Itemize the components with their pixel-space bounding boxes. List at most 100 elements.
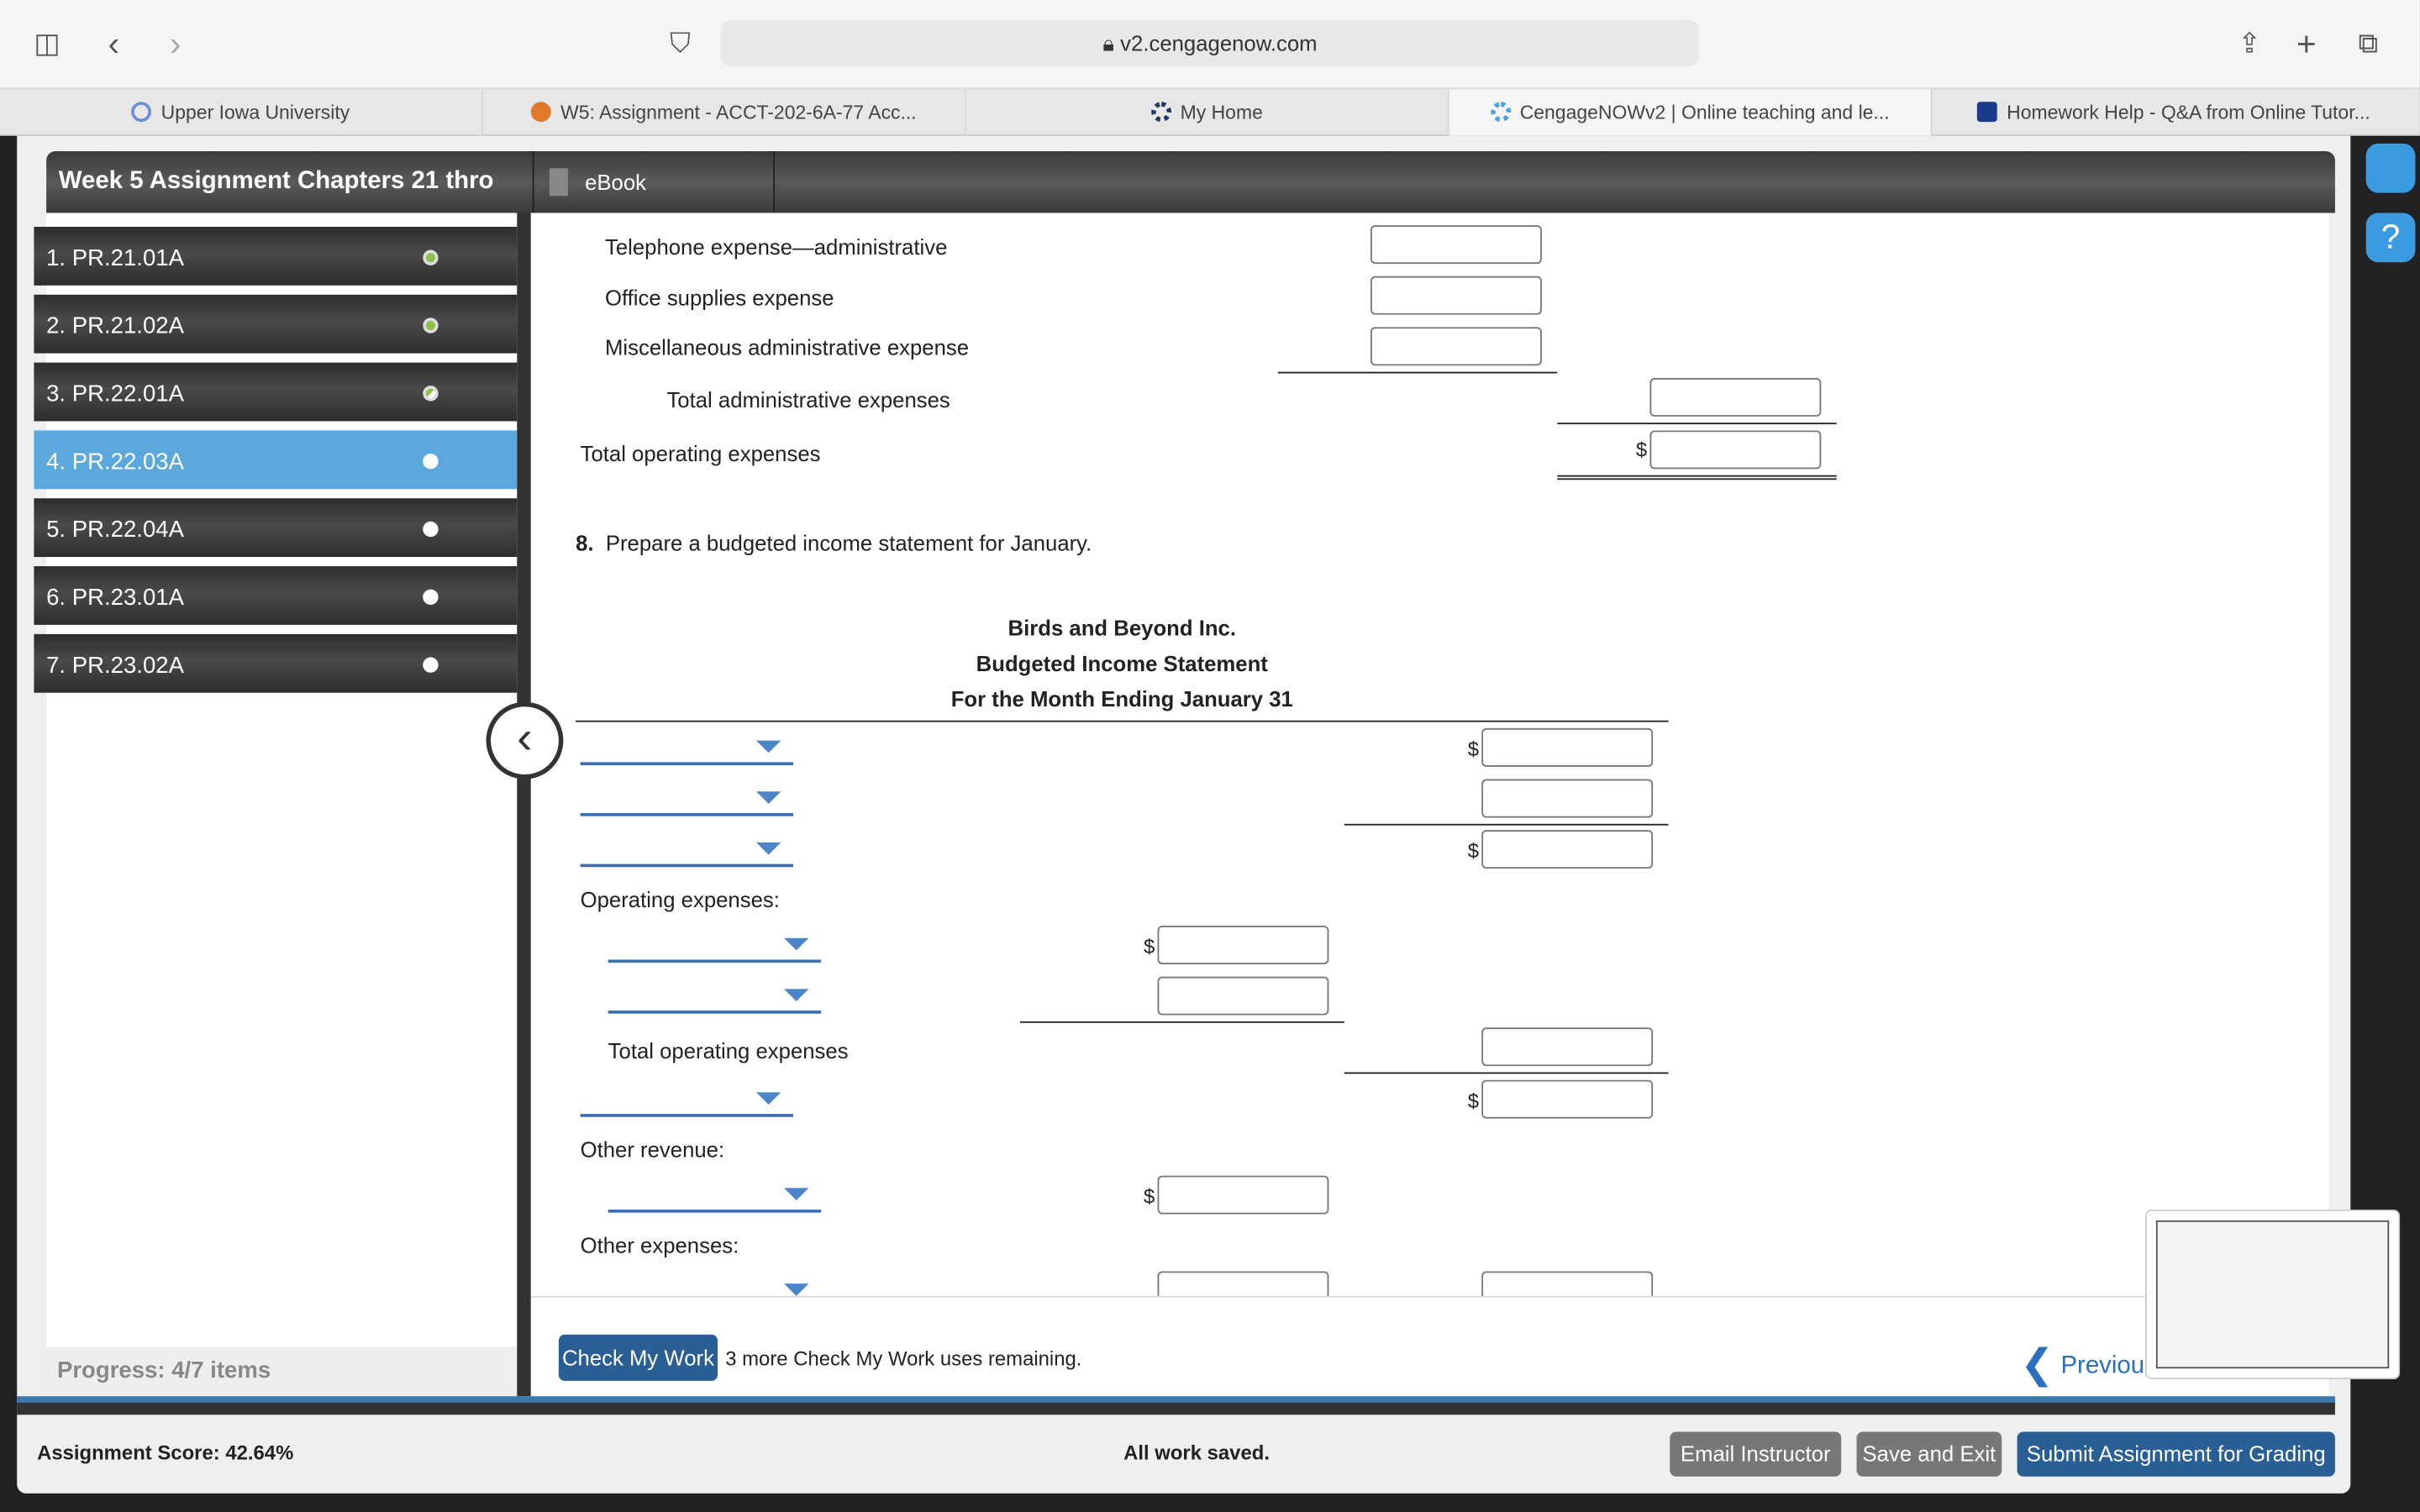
sidebar-divider[interactable] — [517, 213, 531, 1397]
complete-icon — [423, 318, 439, 333]
amount-input[interactable] — [1481, 727, 1654, 767]
star-shield-icon — [1977, 102, 1998, 123]
amount-input[interactable] — [1370, 327, 1542, 366]
account-dropdown[interactable] — [608, 1274, 821, 1296]
amount-input[interactable] — [1481, 1027, 1654, 1067]
account-dropdown[interactable] — [608, 929, 822, 963]
company-name: Birds and Beyond Inc. — [1007, 615, 1237, 641]
lock-icon: 🔒︎ — [1102, 30, 1121, 56]
account-dropdown[interactable] — [580, 782, 794, 816]
row-label: Office supplies expense — [604, 285, 834, 311]
email-instructor-button[interactable]: Email Instructor — [1670, 1431, 1842, 1477]
statement-title: Budgeted Income Statement — [976, 651, 1268, 676]
forward-icon[interactable]: › — [170, 24, 182, 64]
dollar-sign: $ — [1467, 1089, 1479, 1113]
tab-overview-icon[interactable]: ⧉ — [2358, 28, 2379, 59]
back-icon[interactable]: ‹ — [108, 24, 120, 64]
question-text: Prepare a budgeted income statement for … — [605, 530, 1092, 556]
account-dropdown[interactable] — [580, 732, 794, 766]
save-and-exit-button[interactable]: Save and Exit — [1856, 1431, 2002, 1477]
share-icon[interactable]: ⇪ — [2238, 28, 2261, 59]
footer-bar — [17, 1402, 2335, 1415]
dollar-sign: $ — [1467, 839, 1479, 863]
statement-period: For the Month Ending January 31 — [950, 686, 1293, 711]
amount-input[interactable] — [1481, 1079, 1654, 1119]
rule — [576, 720, 1669, 722]
amount-input[interactable] — [1481, 779, 1654, 818]
section-label: Other revenue: — [580, 1137, 725, 1163]
chevron-left-icon: ‹ — [517, 712, 533, 764]
account-dropdown[interactable] — [608, 979, 822, 1014]
check-my-work-button[interactable]: Check My Work — [558, 1334, 718, 1381]
account-dropdown[interactable] — [580, 833, 794, 868]
amount-input[interactable] — [1157, 1271, 1329, 1296]
row-label: Total operating expenses — [608, 1038, 849, 1063]
question-item-4[interactable]: 4. PR.22.03A — [34, 430, 518, 490]
spinner-icon — [1150, 102, 1171, 123]
section-label: Other expenses: — [580, 1232, 739, 1257]
assignment-header — [46, 150, 2335, 213]
submit-assignment-button[interactable]: Submit Assignment for Grading — [2017, 1431, 2335, 1477]
empty-icon — [423, 589, 439, 605]
check-remaining-text: 3 more Check My Work uses remaining. — [725, 1347, 1082, 1370]
ebook-button[interactable]: eBook — [532, 150, 776, 213]
dollar-sign: $ — [1467, 737, 1479, 761]
question-item-7[interactable]: 7. PR.23.02A — [34, 633, 518, 693]
sidebar-toggle-icon[interactable]: ◫ — [34, 28, 60, 59]
tab-upper-iowa[interactable]: Upper Iowa University — [0, 89, 483, 136]
tab-homework-help[interactable]: Homework Help - Q&A from Online Tutor... — [1933, 90, 2416, 136]
amount-input[interactable] — [1370, 276, 1542, 315]
spinner-icon — [1490, 102, 1511, 123]
double-rule — [1557, 475, 1837, 480]
question-content[interactable]: Telephone expense—administrative Office … — [530, 213, 2329, 1296]
dollar-sign: $ — [1143, 935, 1155, 958]
account-dropdown[interactable] — [580, 1083, 794, 1117]
book-icon — [549, 168, 568, 197]
footer-accent — [17, 1396, 2335, 1403]
amount-input[interactable] — [1481, 1271, 1654, 1296]
chevron-left-icon: ❮ — [2020, 1341, 2054, 1388]
dollar-sign: $ — [1635, 438, 1648, 462]
partial-icon — [423, 386, 439, 402]
progress-text: Progress: 4/7 items — [46, 1347, 518, 1397]
empty-icon — [423, 657, 439, 673]
question-item-3[interactable]: 3. PR.22.01A — [34, 362, 518, 422]
tab-cengagenow[interactable]: CengageNOWv2 | Online teaching and le... — [1449, 89, 1933, 136]
question-item-1[interactable]: 1. PR.21.01A — [34, 226, 518, 286]
headset-icon[interactable] — [2365, 143, 2416, 193]
question-item-6[interactable]: 6. PR.23.01A — [34, 566, 518, 625]
amount-input[interactable] — [1370, 225, 1542, 265]
account-dropdown[interactable] — [608, 1179, 822, 1213]
rule — [1020, 1021, 1344, 1023]
amount-input[interactable] — [1157, 926, 1329, 964]
question-item-2[interactable]: 2. PR.21.02A — [34, 294, 518, 354]
previous-button[interactable]: ❮ Previous — [2020, 1341, 2157, 1388]
rule — [1344, 823, 1669, 826]
collapse-sidebar-button[interactable]: ‹ — [486, 701, 564, 780]
rule — [1277, 371, 1558, 374]
question-number: 8. — [576, 530, 594, 556]
row-label: Telephone expense—administrative — [604, 234, 948, 260]
amount-input[interactable] — [1157, 1175, 1329, 1215]
amount-input[interactable] — [1481, 830, 1654, 869]
browser-toolbar: ◫ ‹ › ⛉ 🔒︎ v2.cengagenow.com ⇪ + ⧉ — [0, 0, 2420, 88]
section-label: Operating expenses: — [580, 887, 780, 912]
help-icon[interactable]: ? — [2365, 213, 2416, 263]
shield-icon[interactable]: ⛉ — [670, 28, 691, 59]
assignment-score: Assignment Score: 42.64% — [37, 1441, 294, 1465]
dollar-sign: $ — [1143, 1184, 1155, 1209]
amount-input[interactable] — [1649, 430, 1822, 470]
question-item-5[interactable]: 5. PR.22.04A — [34, 498, 518, 558]
screenshot-thumbnail[interactable] — [2145, 1209, 2401, 1380]
save-status: All work saved. — [1123, 1441, 1270, 1465]
amount-input[interactable] — [1157, 976, 1329, 1016]
question-footer: Check My Work 3 more Check My Work uses … — [530, 1295, 2329, 1397]
tab-my-home[interactable]: My Home — [966, 89, 1449, 136]
empty-icon — [423, 453, 439, 470]
tab-w5-assignment[interactable]: W5: Assignment - ACCT-202-6A-77 Acc... — [483, 89, 966, 136]
university-icon — [131, 102, 152, 123]
address-bar[interactable]: 🔒︎ v2.cengagenow.com — [720, 19, 1700, 66]
rule — [1557, 423, 1837, 425]
new-tab-icon[interactable]: + — [2296, 24, 2317, 64]
amount-input[interactable] — [1649, 377, 1822, 417]
